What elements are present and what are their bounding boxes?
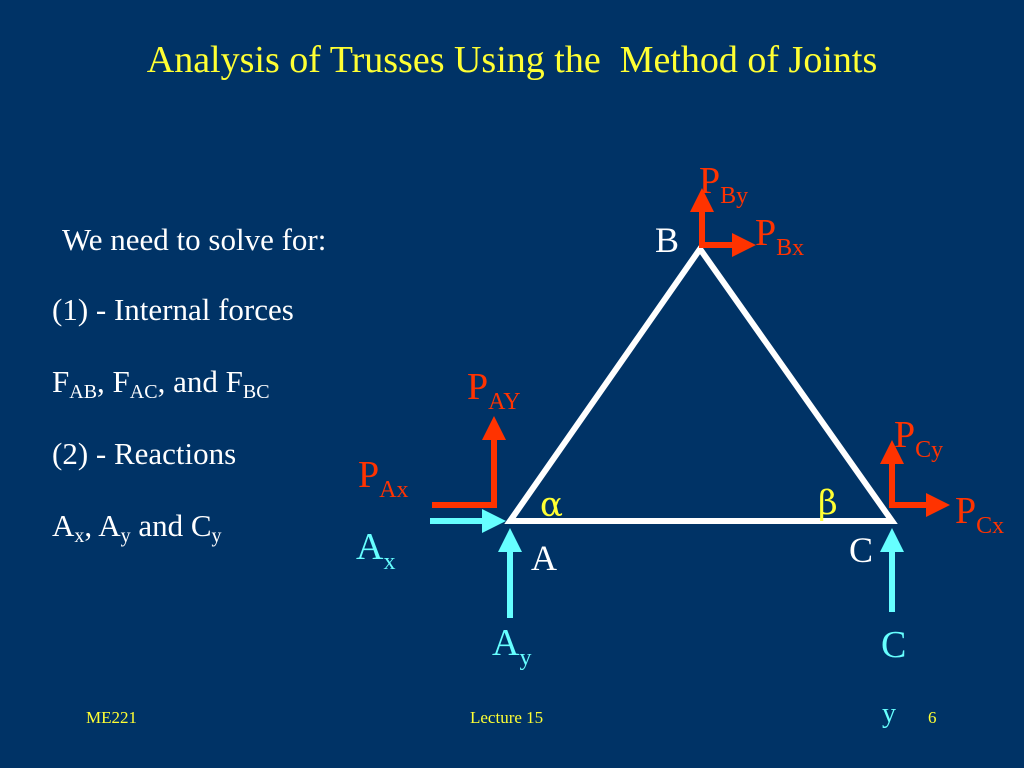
bullet-force-list: FAB, FAC, and FBC [52, 364, 270, 403]
bullet-reactions: (2) - Reactions [52, 436, 237, 471]
load-label-pbx: PBx [755, 212, 805, 261]
load-label-pax: PAx [358, 454, 409, 503]
reaction-label-ay: Ay [492, 622, 532, 671]
reaction-label-ax: Ax [356, 526, 396, 575]
load-label-pay: PAY [467, 366, 521, 415]
bullet-reaction-list: Ax, Ay and Cy [52, 508, 222, 547]
footer-page-number: 6 [928, 708, 937, 727]
load-label-pcy: PCy [894, 414, 944, 463]
slide-title: Analysis of Trusses Using the Method of … [146, 39, 878, 81]
footer-lecture: Lecture 15 [470, 708, 544, 727]
joint-label-b: B [655, 220, 680, 260]
reaction-label-cy-sub: y [882, 698, 896, 729]
angle-beta-label: β [818, 483, 838, 523]
footer-course: ME221 [86, 708, 137, 727]
reaction-label-cy-main: C [881, 624, 907, 666]
bullet-internal-forces: (1) - Internal forces [52, 292, 294, 327]
bullet-intro: We need to solve for: [62, 222, 327, 257]
joint-label-a: A [531, 538, 557, 578]
load-label-pcx: PCx [955, 490, 1005, 539]
load-label-pby: PBy [699, 160, 749, 209]
angle-alpha-label: α [540, 485, 563, 525]
joint-label-c: C [849, 530, 874, 570]
truss-triangle [504, 243, 898, 524]
